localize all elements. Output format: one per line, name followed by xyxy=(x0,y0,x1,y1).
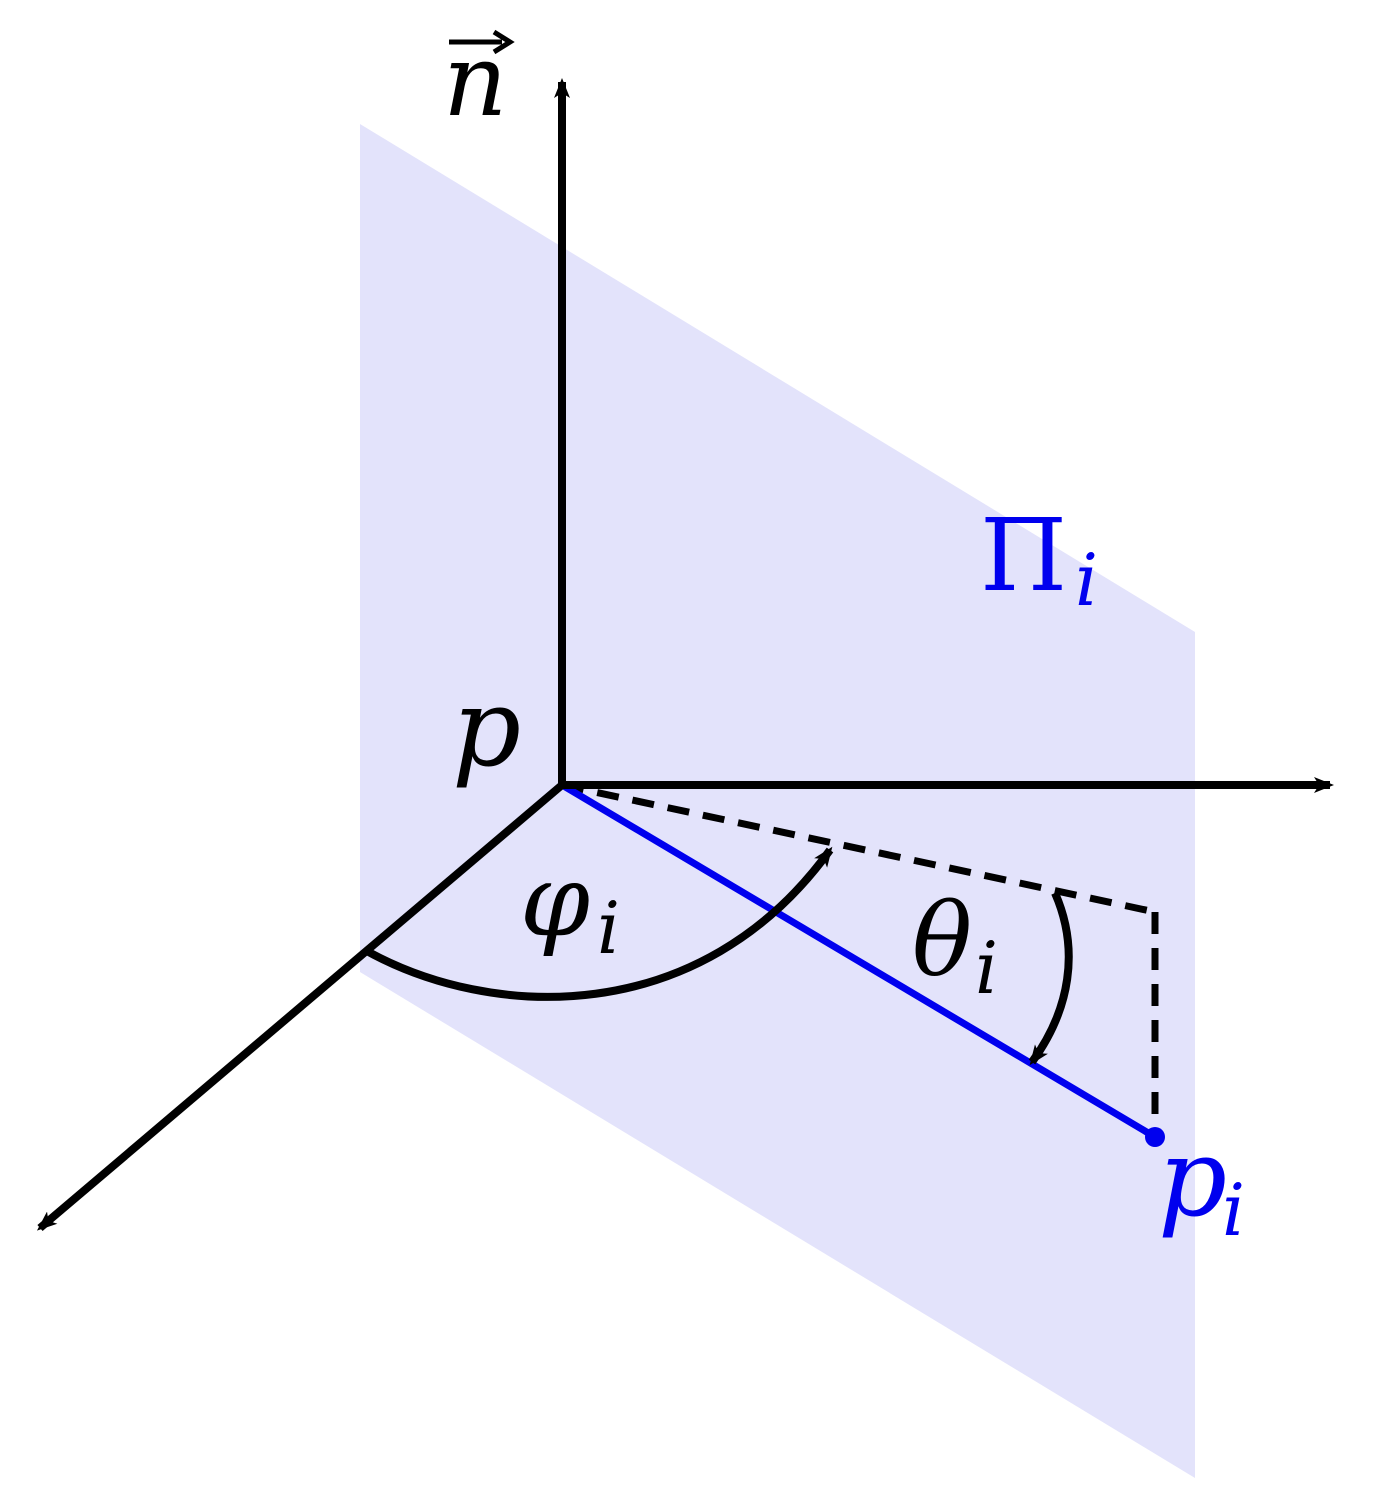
plane-subscript: i xyxy=(1075,538,1098,622)
azimuth-symbol: φ xyxy=(520,842,590,959)
elevation-symbol: θ xyxy=(912,882,972,999)
neighbor-point-dot xyxy=(1145,1127,1165,1147)
tangent-plane xyxy=(360,124,1195,1478)
plane-symbol: Π xyxy=(980,497,1067,614)
projection-dashed-line xyxy=(561,781,1156,916)
elevation-subscript: i xyxy=(975,926,998,1010)
azimuth-angle-arc xyxy=(363,846,834,1001)
neighbor-subscript: i xyxy=(1222,1168,1245,1252)
normal-vector-symbol: n xyxy=(443,22,507,139)
vector-accent-arrowhead xyxy=(492,29,515,55)
neighbor-point-label: p i xyxy=(1158,1116,1245,1252)
diagonal-axis-arrow xyxy=(36,781,565,1232)
elevation-angle-label: θ i xyxy=(912,882,998,1010)
azimuth-subscript: i xyxy=(597,886,620,970)
neighbor-symbol: p xyxy=(1158,1116,1227,1241)
plane-label: Π i xyxy=(980,497,1098,622)
azimuth-angle-label: φ i xyxy=(520,842,620,970)
normal-vector-label: n xyxy=(443,22,515,139)
origin-point-label: p xyxy=(452,666,521,791)
elevation-angle-arc xyxy=(1028,891,1073,1066)
neighbor-segment xyxy=(560,781,1157,1141)
